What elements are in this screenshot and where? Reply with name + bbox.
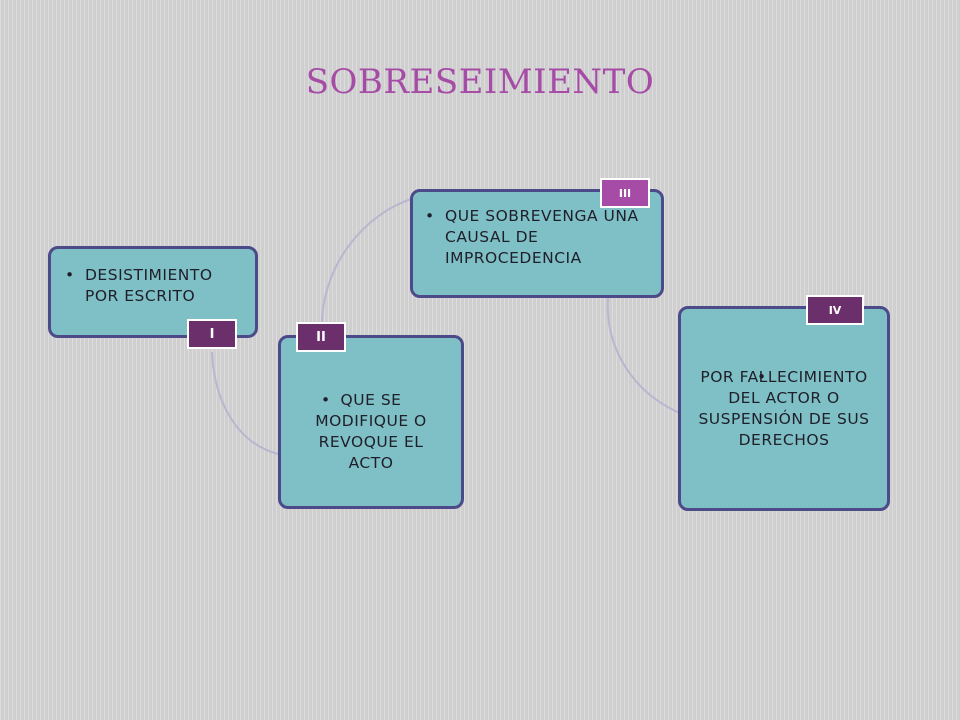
step-number-1: I — [187, 319, 237, 349]
step-number-2: II — [296, 322, 346, 352]
step-text-4: POR FALLECIMIENTO DEL ACTOR O SUSPENSIÓN… — [691, 367, 877, 451]
step-box-2: QUE SE MODIFIQUE O REVOQUE EL ACTO — [278, 335, 464, 509]
step-number-3: III — [600, 178, 650, 208]
step-text-3: QUE SOBREVENGA UNA CAUSAL DE IMPROCEDENC… — [425, 206, 647, 269]
connector-1-2 — [211, 351, 283, 456]
step-box-4: POR FALLECIMIENTO DEL ACTOR O SUSPENSIÓN… — [678, 306, 890, 511]
connector-2-3 — [321, 197, 415, 325]
connector-3-4 — [606, 297, 683, 415]
step-text-1: DESISTIMIENTO POR ESCRITO — [65, 265, 243, 307]
step-number-4: IV — [806, 295, 864, 325]
step-text-2: QUE SE MODIFIQUE O REVOQUE EL ACTO — [297, 390, 445, 474]
page-title: SOBRESEIMIENTO — [305, 62, 655, 102]
